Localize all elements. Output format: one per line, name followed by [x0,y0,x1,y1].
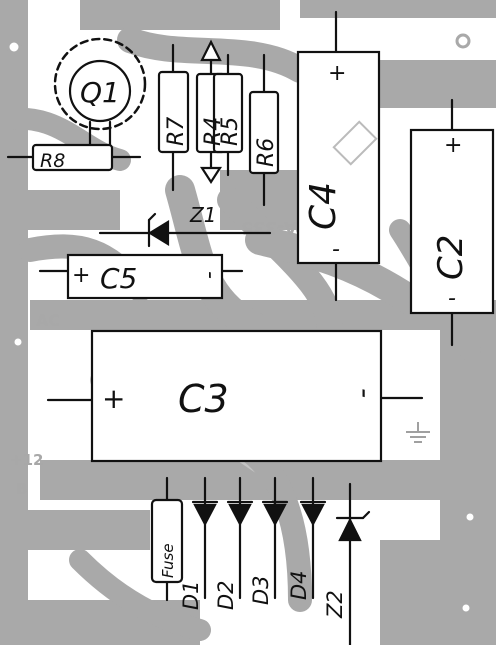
c5-label: C5 [100,262,137,295]
r6-resistor [248,53,280,207]
c3-capacitor [46,329,424,463]
ground-symbol [406,422,430,443]
d4-diode [299,476,327,600]
z2-label: Z2 [323,590,347,619]
c2-label: C2 [431,235,471,280]
d3-label: D3 [249,575,273,605]
r7-resistor [157,43,190,192]
b-label: B [16,480,27,498]
c3-plus: + [102,382,125,415]
c4-plus: + [328,61,346,86]
d4-label: D4 [287,570,311,600]
c5-minus: - [198,271,223,279]
d1-diode [191,476,219,600]
r7-label: R7 [164,117,189,146]
z1-label: Z1 [189,203,216,227]
fuse-label: Fuse [159,543,177,578]
c4-capacitor [296,10,381,302]
plus12-label: +12 [10,451,43,469]
z1-zener-diode [98,212,272,248]
r8-resistor [6,143,142,172]
c3-minus: - [349,388,382,398]
c5-plus: + [72,263,90,288]
r6-label: R6 [254,138,279,167]
c2-plus: + [444,133,462,158]
c5-capacitor [38,253,244,300]
z2-zener-diode [335,482,371,645]
c2-minus: - [448,286,456,311]
c4-label: C4 [303,182,344,230]
c4-minus: - [332,237,340,262]
c2-capacitor [409,98,495,347]
r5-label: R5 [218,117,243,146]
d2-diode [226,476,254,600]
d2-label: D2 [214,580,238,610]
ac-label: AC [36,311,60,330]
mounting-holes [6,33,477,615]
fuse [150,476,184,602]
r5-resistor [212,53,244,177]
r4-label: R4 [201,117,226,146]
polarity-marks: + - + - + - + - [72,61,462,415]
q1-label: Q1 [80,76,120,109]
component-labels: Q1 R7 R4 R5 R6 R8 C4 C2 C5 C3 Z1 Fuse D1… [40,76,471,619]
d1-label: D1 [179,580,203,610]
r8-label: R8 [40,150,65,172]
c3-label: C3 [178,377,229,421]
d3-diode [261,476,289,600]
